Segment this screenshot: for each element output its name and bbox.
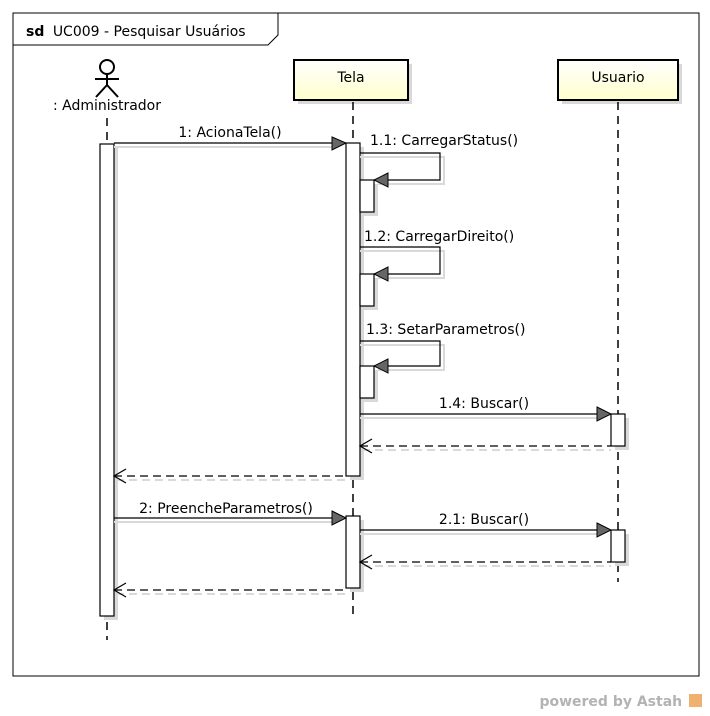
- message-label: 1.2: CarregarDireito(): [364, 229, 514, 245]
- powered-by-text: powered by Astah: [539, 694, 683, 710]
- message-carregar-direito: 1.2: CarregarDireito(): [360, 229, 514, 282]
- message-preenche-parametros: 2: PreencheParametros(): [114, 501, 348, 526]
- actor-label: : Administrador: [53, 98, 161, 114]
- arrowhead-icon: [372, 172, 389, 188]
- activation-bar: [345, 142, 361, 477]
- frame-keyword: sd: [26, 24, 44, 40]
- arrowhead-icon: [596, 406, 613, 422]
- lifeline-label: Usuario: [591, 70, 644, 86]
- message-label: 2: PreencheParametros(): [139, 501, 313, 517]
- lifeline-box: [293, 59, 409, 101]
- open-arrowhead-icon: [358, 554, 373, 570]
- message-buscar-2: 2.1: Buscar(): [360, 512, 613, 538]
- message-label: 2.1: Buscar(): [439, 512, 529, 528]
- open-arrowhead-icon: [112, 468, 127, 484]
- lifeline-label: Tela: [336, 70, 364, 86]
- activation-bar: [359, 179, 375, 213]
- activation-bar: [345, 515, 361, 589]
- message-buscar-1: 1.4: Buscar(): [360, 396, 613, 422]
- message-setar-parametros: 1.3: SetarParametros(): [360, 322, 525, 374]
- message-label: 1.4: Buscar(): [439, 396, 529, 412]
- powered-by-footer: powered by Astah: [539, 694, 702, 710]
- frame-title-tab: [12, 12, 279, 46]
- lifeline-tela: Tela: [293, 59, 412, 104]
- frame-title: sd UC009 - Pesquisar Usuários: [26, 24, 246, 40]
- astah-logo-icon: [689, 694, 702, 707]
- return-buscar-2: [358, 554, 611, 570]
- message-label: 1.3: SetarParametros(): [366, 322, 525, 338]
- arrowhead-icon: [331, 136, 348, 151]
- message-label: 1: AcionaTela(): [178, 125, 281, 141]
- return-aciona-tela: [112, 468, 346, 484]
- actor-administrador: : Administrador: [53, 59, 161, 114]
- activation-bar: [610, 413, 626, 447]
- activation-bar: [359, 365, 375, 399]
- return-preenche-parametros: [112, 582, 346, 598]
- arrowhead-icon: [596, 522, 613, 538]
- activation-bar: [99, 143, 115, 617]
- activation-bar: [359, 273, 375, 307]
- open-arrowhead-icon: [112, 582, 127, 598]
- activations: [99, 142, 629, 620]
- frame-name: UC009 - Pesquisar Usuários: [53, 24, 246, 40]
- return-buscar-1: [358, 438, 611, 454]
- open-arrowhead-icon: [358, 438, 373, 454]
- diagram-frame: [12, 12, 700, 677]
- arrowhead-icon: [331, 510, 348, 526]
- lifeline-box: [557, 59, 679, 101]
- arrowhead-icon: [372, 266, 389, 282]
- stick-figure-icon: [95, 59, 119, 98]
- message-carregar-status: 1.1: CarregarStatus(): [360, 133, 518, 188]
- lifeline-usuario: Usuario: [557, 59, 682, 104]
- message-aciona-tela: 1: AcionaTela(): [114, 125, 348, 151]
- message-label: 1.1: CarregarStatus(): [370, 133, 518, 149]
- activation-bar: [610, 529, 626, 563]
- arrowhead-icon: [372, 358, 389, 374]
